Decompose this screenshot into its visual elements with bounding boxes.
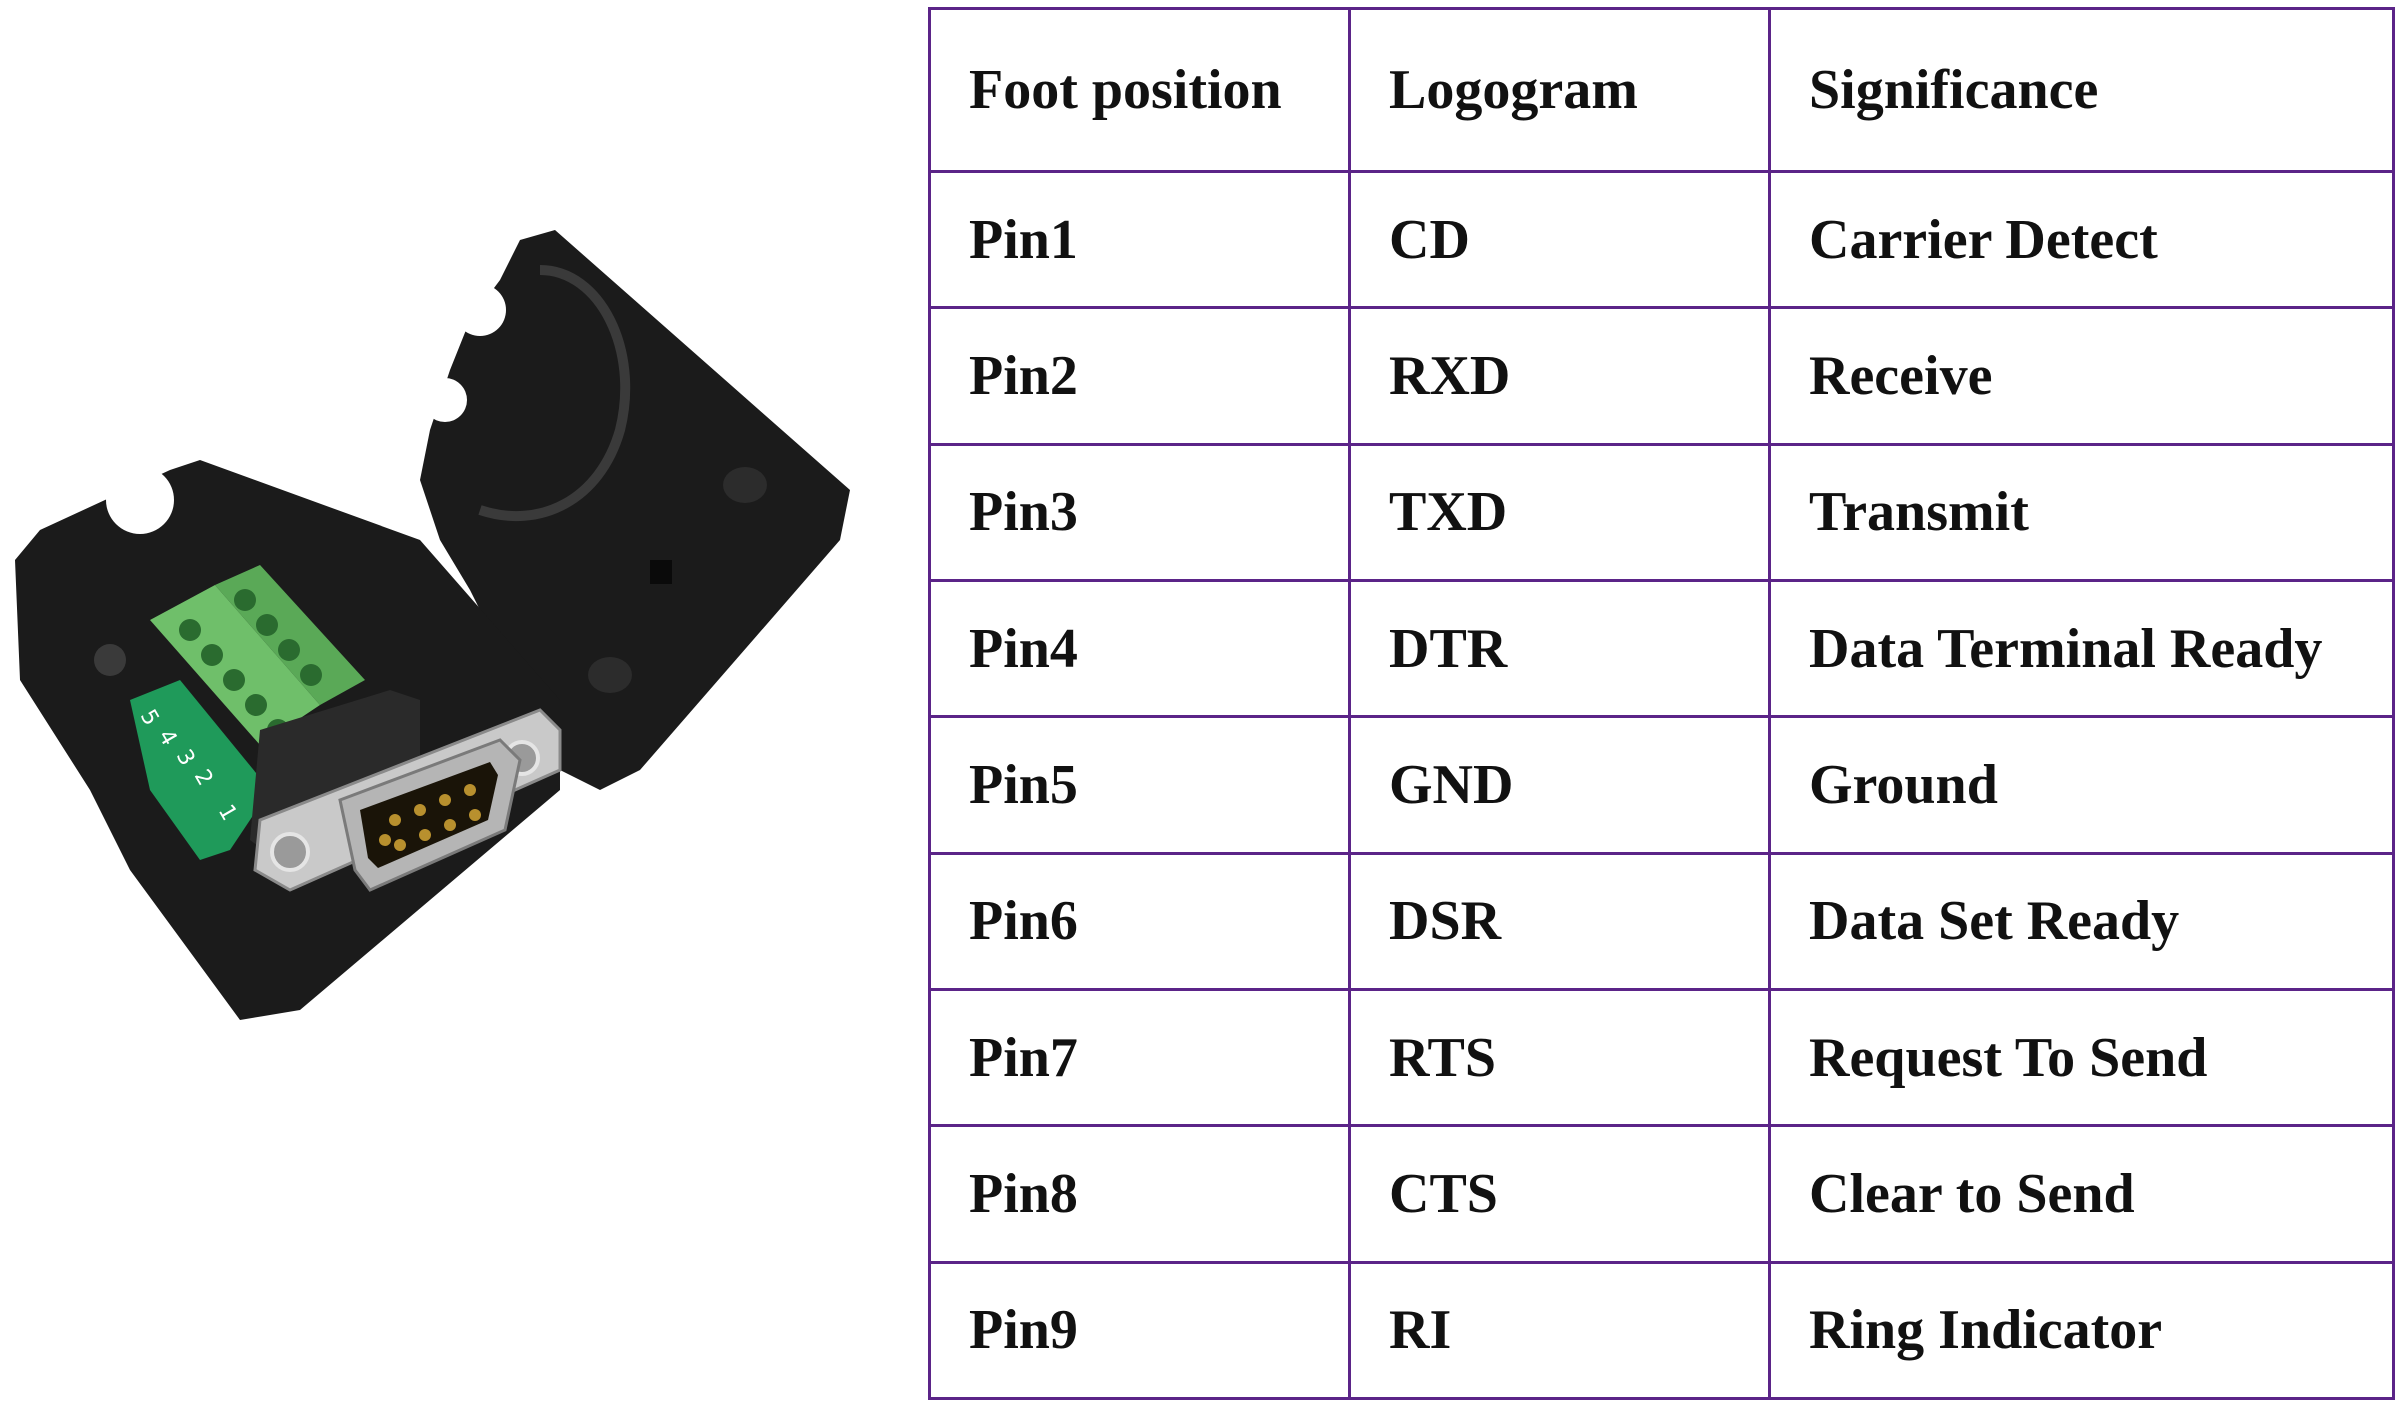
cell-position: Pin9 bbox=[928, 1260, 1351, 1401]
table-header-row: Foot position Logogram Significance bbox=[928, 7, 2395, 173]
cell-position: Pin4 bbox=[928, 578, 1351, 719]
cell-logogram: CD bbox=[1348, 169, 1771, 310]
cell-position: Pin8 bbox=[928, 1124, 1351, 1264]
table-row: Pin8 CTS Clear to Send bbox=[928, 1124, 2395, 1264]
cell-significance: Transmit bbox=[1768, 442, 2395, 582]
table-row: Pin6 DSR Data Set Ready bbox=[928, 851, 2395, 991]
cell-logogram: CTS bbox=[1348, 1124, 1771, 1264]
cell-logogram: GND bbox=[1348, 715, 1771, 855]
header-significance: Significance bbox=[1768, 7, 2395, 173]
cell-significance: Request To Send bbox=[1768, 987, 2395, 1128]
table-row: Pin3 TXD Transmit bbox=[928, 442, 2395, 582]
cell-significance: Data Set Ready bbox=[1768, 851, 2395, 991]
cell-logogram: RI bbox=[1348, 1260, 1771, 1401]
db9-connector-photo: 5 4 3 2 1 bbox=[15, 230, 850, 1020]
header-logogram: Logogram bbox=[1348, 7, 1771, 173]
cell-position: Pin3 bbox=[928, 442, 1351, 582]
cell-significance: Receive bbox=[1768, 306, 2395, 446]
cell-logogram: RTS bbox=[1348, 987, 1771, 1128]
cell-significance: Ground bbox=[1768, 715, 2395, 855]
header-foot-position: Foot position bbox=[928, 7, 1351, 173]
cell-significance: Data Terminal Ready bbox=[1768, 578, 2395, 719]
connector-lid bbox=[420, 230, 850, 790]
table-row: Pin9 RI Ring Indicator bbox=[928, 1260, 2395, 1401]
table-row: Pin4 DTR Data Terminal Ready bbox=[928, 578, 2395, 719]
cell-logogram: DTR bbox=[1348, 578, 1771, 719]
cell-significance: Clear to Send bbox=[1768, 1124, 2395, 1264]
table-row: Pin7 RTS Request To Send bbox=[928, 987, 2395, 1128]
dsub-pins bbox=[379, 784, 481, 851]
cell-logogram: RXD bbox=[1348, 306, 1771, 446]
cell-position: Pin7 bbox=[928, 987, 1351, 1128]
table-row: Pin2 RXD Receive bbox=[928, 306, 2395, 446]
cell-significance: Ring Indicator bbox=[1768, 1260, 2395, 1401]
table-row: Pin5 GND Ground bbox=[928, 715, 2395, 855]
cell-position: Pin6 bbox=[928, 851, 1351, 991]
cell-logogram: DSR bbox=[1348, 851, 1771, 991]
table-row: Pin1 CD Carrier Detect bbox=[928, 169, 2395, 310]
cell-position: Pin2 bbox=[928, 306, 1351, 446]
cell-significance: Carrier Detect bbox=[1768, 169, 2395, 310]
pcb-board bbox=[130, 680, 270, 860]
cell-position: Pin1 bbox=[928, 169, 1351, 310]
cell-logogram: TXD bbox=[1348, 442, 1771, 582]
pinout-table: Foot position Logogram Significance Pin1… bbox=[928, 7, 2395, 1401]
cell-position: Pin5 bbox=[928, 715, 1351, 855]
